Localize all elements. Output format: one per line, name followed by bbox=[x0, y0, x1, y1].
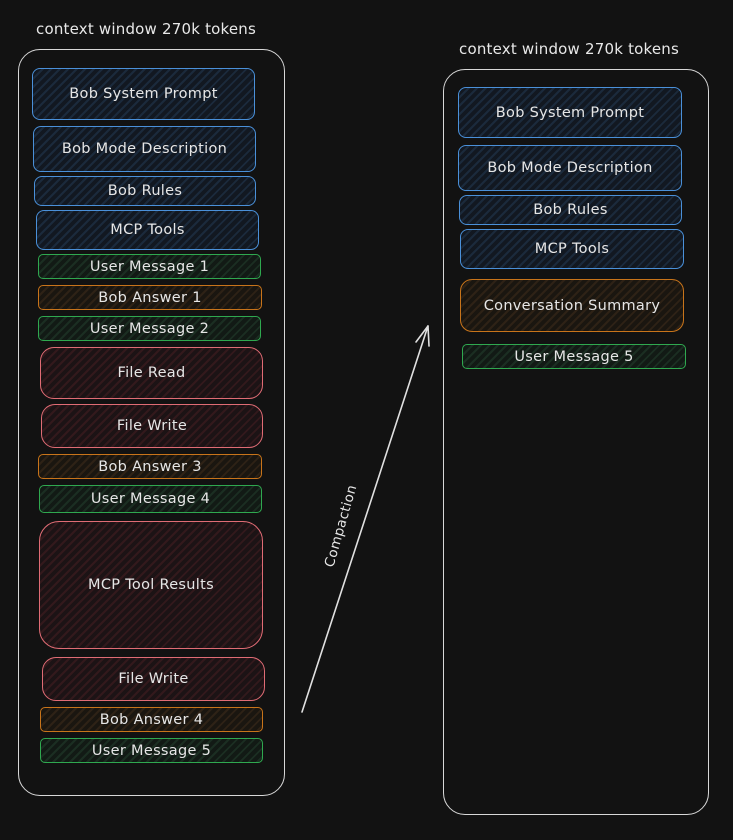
right-bob-mode-description: Bob Mode Description bbox=[458, 145, 682, 191]
left-bob-rules: Bob Rules bbox=[34, 176, 256, 206]
left-context-title: context window 270k tokens bbox=[36, 20, 257, 38]
left-bob-answer-4: Bob Answer 4 bbox=[40, 707, 263, 732]
left-bob-mode-description: Bob Mode Description bbox=[33, 126, 256, 172]
left-bob-system-prompt: Bob System Prompt bbox=[32, 68, 255, 120]
right-mcp-tools: MCP Tools bbox=[460, 229, 684, 269]
left-bob-answer-1: Bob Answer 1 bbox=[38, 285, 262, 310]
left-file-write-2: File Write bbox=[42, 657, 265, 701]
left-user-message-1: User Message 1 bbox=[38, 254, 261, 279]
left-mcp-tool-results: MCP Tool Results bbox=[39, 521, 263, 649]
left-file-write-1: File Write bbox=[41, 404, 263, 448]
left-file-read: File Read bbox=[40, 347, 263, 399]
left-user-message-2: User Message 2 bbox=[38, 316, 261, 341]
right-bob-system-prompt: Bob System Prompt bbox=[458, 87, 682, 138]
right-user-message-5: User Message 5 bbox=[462, 344, 686, 369]
left-bob-answer-3: Bob Answer 3 bbox=[38, 454, 262, 479]
right-conversation-summary: Conversation Summary bbox=[460, 279, 684, 332]
right-context-title: context window 270k tokens bbox=[459, 40, 680, 58]
left-user-message-5: User Message 5 bbox=[40, 738, 263, 763]
left-user-message-4: User Message 4 bbox=[39, 485, 262, 513]
right-bob-rules: Bob Rules bbox=[459, 195, 682, 225]
right-context-window bbox=[443, 69, 709, 815]
left-mcp-tools: MCP Tools bbox=[36, 210, 259, 250]
left-context-window bbox=[18, 49, 285, 796]
